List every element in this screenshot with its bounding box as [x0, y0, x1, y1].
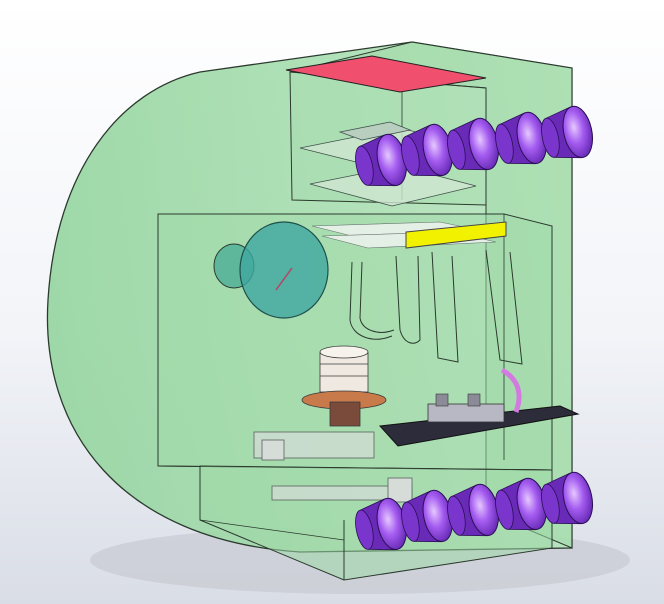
nozzle — [541, 105, 594, 159]
nozzle — [447, 117, 500, 171]
nozzle — [495, 111, 548, 165]
nozzle — [355, 133, 408, 187]
stacked-cylinder — [301, 345, 387, 427]
linear-rails — [253, 431, 413, 503]
nozzle — [541, 471, 594, 525]
bottom-nozzle-row — [355, 471, 594, 551]
top-panel — [285, 55, 487, 93]
slot-guides — [349, 249, 523, 365]
nozzle — [495, 477, 548, 531]
nozzle — [401, 123, 454, 177]
nozzle — [447, 483, 500, 537]
yellow-bar — [405, 221, 507, 249]
tray-assembly — [378, 367, 580, 447]
top-nozzle-row — [355, 105, 594, 187]
teal-disc — [239, 221, 329, 319]
nozzle — [355, 497, 408, 551]
